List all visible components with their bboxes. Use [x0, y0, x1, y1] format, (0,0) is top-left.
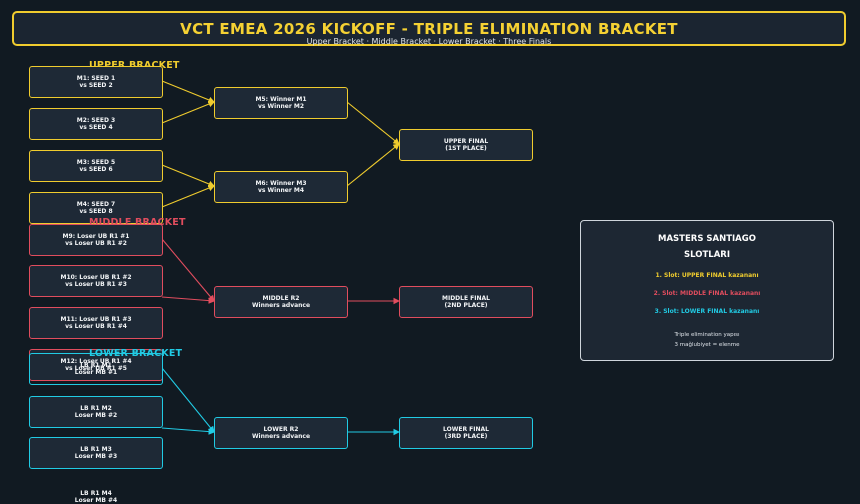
slot-1: 1. Slot: UPPER FINAL kazananı [655, 272, 759, 279]
connector-m6-upper-final [346, 143, 400, 187]
lower-r2[interactable]: LOWER R2 Winners advance [214, 417, 348, 449]
lower-final[interactable]: LOWER FINAL (3RD PLACE) [399, 417, 533, 449]
match-line2: vs SEED 8 [79, 208, 113, 215]
upper-bracket-label: UPPER BRACKET [89, 60, 180, 71]
match-line1: M2: SEED 3 [76, 117, 116, 124]
match-line1: M9: Loser UB R1 #1 [62, 233, 130, 240]
match-line1: M1: SEED 1 [76, 75, 116, 82]
match-line2: (1ST PLACE) [445, 145, 487, 152]
title-banner: VCT EMEA 2026 KICKOFF - TRIPLE ELIMINATI… [12, 11, 846, 46]
match-line2: Loser MB #2 [74, 412, 118, 419]
match-m5[interactable]: M5: Winner M1 vs Winner M2 [214, 87, 348, 119]
match-line1: M6: Winner M3 [255, 180, 307, 187]
match-line2: vs SEED 2 [79, 82, 113, 89]
match-line2: vs Loser UB R1 #2 [65, 240, 127, 247]
match-line2: vs Loser UB R1 #3 [65, 281, 127, 288]
upper-final[interactable]: UPPER FINAL (1ST PLACE) [399, 129, 533, 161]
match-line2: vs SEED 4 [79, 124, 113, 131]
match-line2: Loser MB #3 [74, 453, 118, 460]
match-line2: Winners advance [251, 433, 311, 440]
match-line2: vs SEED 6 [79, 166, 113, 173]
slots-note-1: Triple elimination yapısı [674, 332, 740, 338]
connector-m4-m6 [161, 184, 216, 208]
match-line2: vs Winner M2 [257, 103, 305, 110]
match-line1: MIDDLE FINAL [442, 295, 490, 302]
match-m4[interactable]: M4: SEED 7 vs SEED 8 [29, 192, 163, 224]
match-line1: M12: Loser UB R1 #4 [60, 358, 132, 365]
slots-title-line1: MASTERS SANTIAGO [658, 234, 756, 244]
match-line2: vs Winner M4 [257, 187, 305, 194]
match-line2: Loser MB #4 [74, 497, 118, 504]
match-line2: Loser MB #1 [74, 369, 118, 376]
match-line1: M11: Loser UB R1 #3 [60, 316, 132, 323]
match-line1: M10: Loser UB R1 #2 [60, 274, 132, 281]
page-subtitle: Upper Bracket · Middle Bracket · Lower B… [306, 37, 552, 46]
match-lb-r1-m1[interactable]: LB R1 M1 Loser MB #1 [29, 353, 163, 385]
match-line2: (3RD PLACE) [444, 433, 488, 440]
match-line1: LB R1 M2 [80, 405, 112, 412]
match-line2: vs Loser UB R1 #5 [65, 365, 127, 372]
match-line1: LOWER FINAL [443, 426, 489, 433]
connector-m2-m5 [161, 100, 216, 124]
connector-m5-upper-final [346, 101, 400, 145]
connector-lb2-lower-r2 [161, 427, 216, 435]
match-line1: LOWER R2 [263, 426, 299, 433]
lower-bracket-label: LOWER BRACKET [89, 348, 183, 359]
slot-2: 2. Slot: MIDDLE FINAL kazananı [653, 290, 761, 297]
connector-m10-middle-r2 [161, 296, 216, 304]
middle-r2[interactable]: MIDDLE R2 Winners advance [214, 286, 348, 318]
slot-3: 3. Slot: LOWER FINAL kazananı [654, 308, 760, 315]
connector-m9-middle-r2 [161, 238, 215, 302]
middle-bracket-label: MIDDLE BRACKET [89, 217, 186, 228]
match-line1: UPPER FINAL [443, 138, 489, 145]
match-line2: (2ND PLACE) [444, 302, 488, 309]
slots-title-line2: SLOTLARI [684, 250, 730, 260]
connector-m3-m6 [161, 164, 216, 188]
match-line1: LB R1 M4 [80, 490, 112, 497]
masters-slots-panel: MASTERS SANTIAGO SLOTLARI 1. Slot: UPPER… [580, 220, 834, 361]
match-m11[interactable]: M11: Loser UB R1 #3 vs Loser UB R1 #4 [29, 307, 163, 339]
match-m6[interactable]: M6: Winner M3 vs Winner M4 [214, 171, 348, 203]
match-line1: LB R1 M3 [80, 446, 112, 453]
match-m1[interactable]: M1: SEED 1 vs SEED 2 [29, 66, 163, 98]
match-line1: M5: Winner M1 [255, 96, 307, 103]
match-lb-r1-m3[interactable]: LB R1 M3 Loser MB #3 [29, 437, 163, 469]
match-line1: M3: SEED 5 [76, 159, 116, 166]
slots-note-2: 3 mağlubiyet = elenme [674, 342, 740, 348]
match-line1: MIDDLE R2 [262, 295, 300, 302]
match-lb-r1-m2[interactable]: LB R1 M2 Loser MB #2 [29, 396, 163, 428]
match-m12[interactable]: M12: Loser UB R1 #4 vs Loser UB R1 #5 [29, 349, 163, 381]
middle-final[interactable]: MIDDLE FINAL (2ND PLACE) [399, 286, 533, 318]
match-line2: Winners advance [251, 302, 311, 309]
match-line1: M4: SEED 7 [76, 201, 116, 208]
match-m10[interactable]: M10: Loser UB R1 #2 vs Loser UB R1 #3 [29, 265, 163, 297]
match-m2[interactable]: M2: SEED 3 vs SEED 4 [29, 108, 163, 140]
connector-lb1-lower-r2 [161, 367, 215, 433]
match-lb-r1-m4[interactable]: LB R1 M4 Loser MB #4 [29, 479, 163, 504]
match-m3[interactable]: M3: SEED 5 vs SEED 6 [29, 150, 163, 182]
page-title: VCT EMEA 2026 KICKOFF - TRIPLE ELIMINATI… [180, 20, 678, 38]
match-m9[interactable]: M9: Loser UB R1 #1 vs Loser UB R1 #2 [29, 224, 163, 256]
match-line1: LB R1 M1 [80, 362, 112, 369]
connector-m1-m5 [161, 80, 216, 104]
match-line2: vs Loser UB R1 #4 [65, 323, 127, 330]
